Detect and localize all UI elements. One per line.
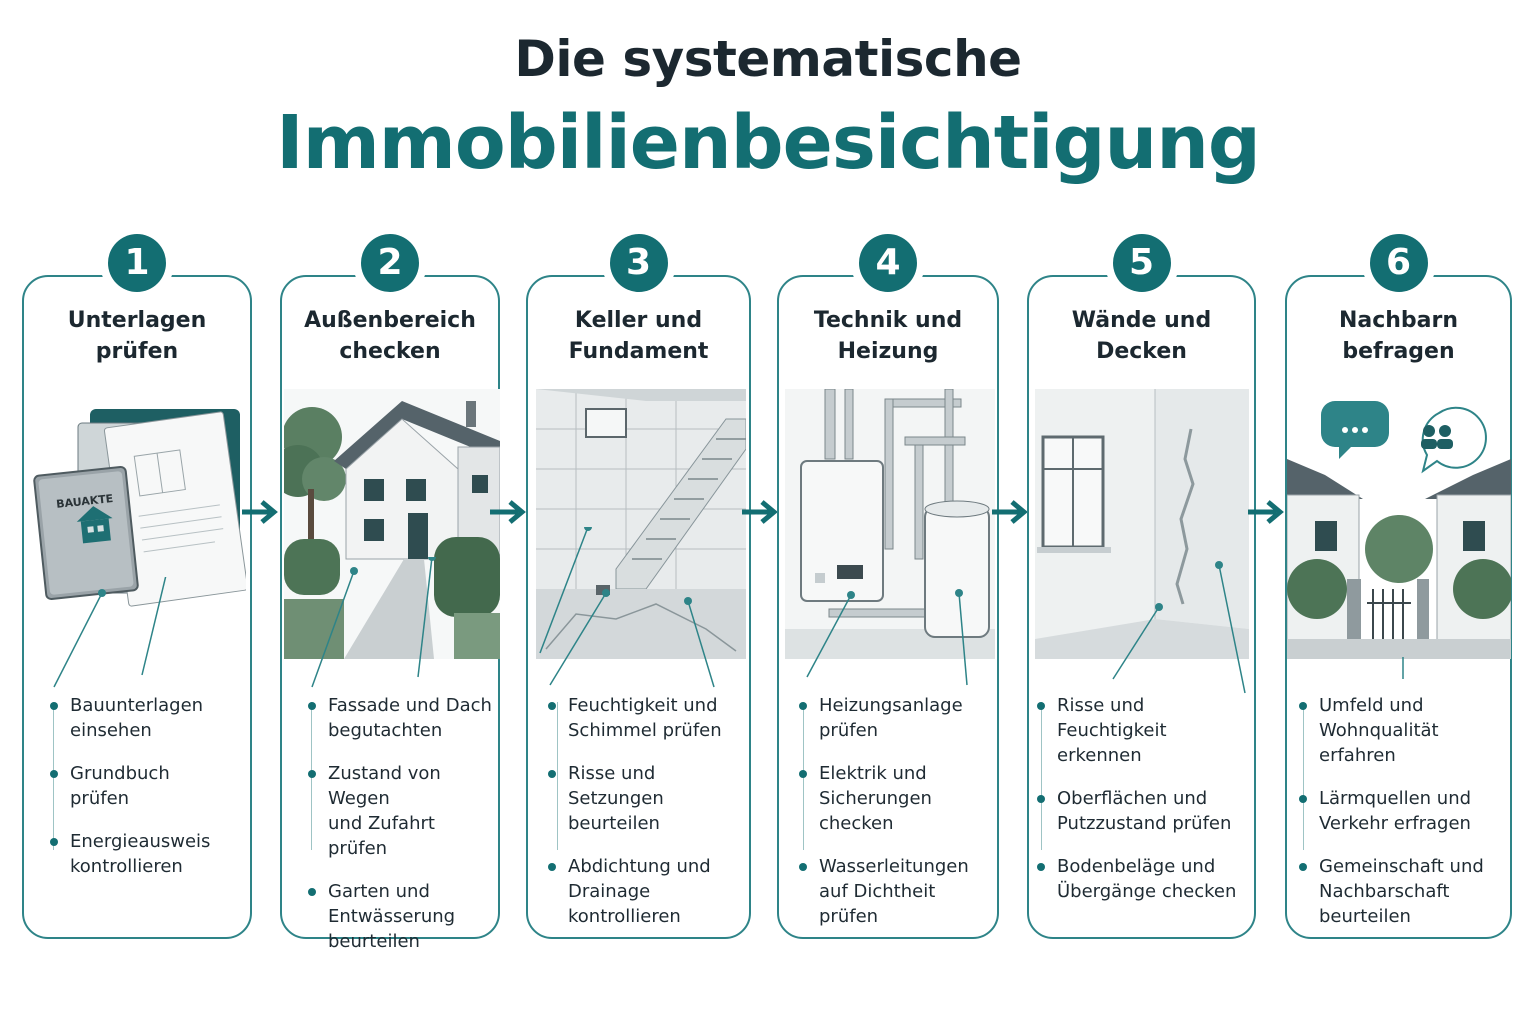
step-number-badge: 6 [1369,234,1428,292]
list-item: Oberflächen und Putzzustand prüfen [1037,786,1254,836]
connector-lines [539,527,715,688]
list-item: Risse und Setzungen beurteilen [548,761,749,836]
step-items: Bauunterlagen einsehen Grundbuch prüfen … [50,693,210,897]
list-item: Risse und Feuchtigkeit erkennen [1037,693,1254,768]
step-number-badge: 2 [361,234,419,292]
list-item: Feuchtigkeit und Schimmel prüfen [548,693,749,743]
item-line [1041,702,1042,850]
list-item: Energieausweis kontrollieren [50,829,210,879]
arrow-right-icon [742,500,778,524]
list-item: Gemeinschaft und Nachbarschaft beurteile… [1299,854,1510,929]
list-item: Grundbuch prüfen [50,761,210,811]
title-line-1: Die systematische [514,30,1022,88]
list-item: Lärmquellen und Verkehr erfragen [1299,786,1510,836]
list-item: Bodenbeläge und Übergänge checken [1037,854,1254,904]
connector-lines [806,589,968,686]
step-items: Feuchtigkeit und Schimmel prüfen Risse u… [548,693,749,947]
list-item: Wasserleitungen auf Dichtheit prüfen [799,854,997,929]
document-folders-icon: BAUAKTE [30,389,249,653]
step-card-6: 6 Nachbarn befragen [1285,234,1513,939]
boiler-heating-icon [785,388,995,663]
item-line [1303,702,1304,850]
bauakte-label: BAUAKTE [56,492,114,511]
connector-lines [1112,561,1246,694]
step-card-2: 2 Außenbereich checken [272,234,501,952]
step-title: Technik und Heizung [813,308,963,364]
step-card-5: 5 Wände und Decken Risse und Feuchtigkei… [1027,234,1256,939]
step-card-1: 1 Unterlagen prüfen BAUAKTE Bauunte [22,234,252,939]
arrow-right-icon [490,500,526,524]
step-card-4: 4 Technik und Heizung [777,234,999,939]
step-title: Keller und Fundament [568,308,709,364]
step-items: Umfeld und Wohnqualität erfahren Lärmque… [1299,693,1510,947]
step-items: Heizungsanlage prüfen Elektrik und Siche… [799,693,997,947]
room-wall-crack-icon [1035,389,1249,663]
list-item: Zustand von Wegen und Zufahrt prüfen [308,761,498,861]
connector-lines [1402,657,1404,679]
step-number-badge: 5 [1112,234,1171,292]
house-exterior-icon [272,389,501,663]
neighbors-chat-icon [1286,389,1513,663]
list-item: Heizungsanlage prüfen [799,693,997,743]
step-items: Risse und Feuchtigkeit erkennen Oberfläc… [1037,693,1254,922]
step-number-badge: 4 [859,234,917,292]
arrow-right-icon [242,500,278,524]
step-items: Fassade und Dach begutachten Zustand von… [308,693,498,972]
step-title: Nachbarn befragen [1338,308,1459,364]
list-item: Abdichtung und Drainage kontrollieren [548,854,749,929]
arrow-right-icon [992,500,1028,524]
step-title: Wände und Decken [1071,308,1212,364]
list-item: Bauunterlagen einsehen [50,693,210,743]
list-item: Umfeld und Wohnqualität erfahren [1299,693,1510,768]
list-item: Fassade und Dach begutachten [308,693,498,743]
title-line-2: Immobilienbesichtigung [276,100,1261,186]
list-item: Garten und Entwässerung beurteilen [308,879,498,954]
step-number-badge: 3 [609,234,668,292]
arrow-right-icon [1248,500,1284,524]
item-line [557,702,558,850]
list-item: Elektrik und Sicherungen checken [799,761,997,836]
step-number-badge: 1 [108,234,166,292]
connector-lines [311,557,436,688]
connector-lines [53,577,167,688]
basement-stairs-icon [536,389,747,663]
step-title: Unterlagen prüfen [67,308,207,364]
step-title: Außenbereich checken [304,308,476,364]
step-card-3: 3 Keller und Fundament [526,234,751,939]
